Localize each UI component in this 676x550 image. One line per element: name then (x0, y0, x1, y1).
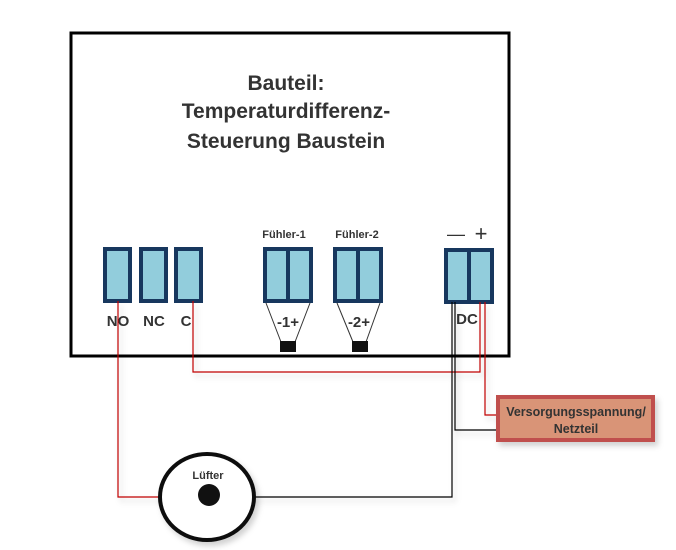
fan-label: Lüfter (192, 470, 224, 482)
sensor-1-terminal[interactable] (263, 247, 313, 303)
dc-minus-symbol: — (447, 224, 465, 244)
wire-dc-plus-to-power (484, 302, 500, 416)
wire-no-to-fan (117, 301, 162, 498)
sensor-1-probe-icon (280, 341, 296, 352)
sensor-1-lead-minus (265, 302, 282, 343)
relay-terminal-c[interactable] (174, 247, 203, 303)
power-supply-box[interactable] (496, 395, 655, 442)
sensor-2-lead-minus (336, 302, 354, 343)
wire-dc-minus-to-fan (250, 302, 453, 498)
title-line-1: Bauteil: (247, 72, 324, 95)
sensor-1-lead-plus (294, 302, 311, 343)
relay-terminal-nc[interactable] (139, 247, 168, 303)
dc-label: DC (456, 311, 478, 328)
dc-terminal[interactable] (444, 248, 494, 304)
title-line-2: Temperaturdifferenz- (182, 100, 390, 123)
wire-dc-minus-to-power (454, 302, 500, 431)
title-line-3: Steuerung Baustein (187, 130, 385, 153)
fan-hub-icon (198, 484, 220, 506)
terminal-label-c: C (181, 313, 192, 330)
sensor-1-polarity: -1+ (277, 314, 299, 331)
sensor-1-header: Fühler-1 (262, 229, 305, 241)
terminal-label-nc: NC (143, 313, 165, 330)
relay-terminal-no[interactable] (103, 247, 132, 303)
sensor-2-header: Fühler-2 (335, 229, 378, 241)
dc-plus-symbol: + (475, 221, 488, 246)
sensor-2-lead-plus (365, 302, 381, 343)
sensor-2-terminal[interactable] (333, 247, 383, 303)
sensor-2-polarity: -2+ (348, 314, 370, 331)
wire-c-to-dc-plus (192, 301, 481, 373)
power-supply-label-1: Versorgungsspannung/ (506, 405, 646, 419)
sensor-2-probe-icon (352, 341, 368, 352)
power-supply-label-2: Netzteil (554, 422, 598, 436)
